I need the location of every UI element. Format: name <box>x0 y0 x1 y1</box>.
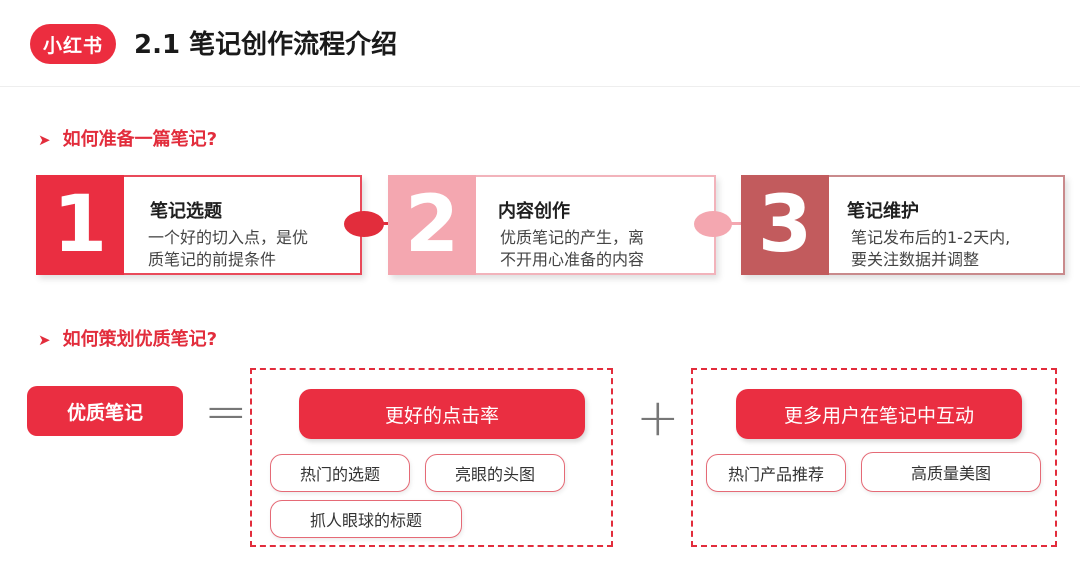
click-rate-group <box>250 368 613 547</box>
interaction-pill: 更多用户在笔记中互动 <box>736 389 1022 439</box>
step-title-3: 笔记维护 <box>847 201 919 222</box>
section-heading-plan: ➤ 如何策划优质笔记? <box>38 328 217 352</box>
connector-line-2 <box>726 222 748 225</box>
header-divider <box>0 86 1080 87</box>
step-desc-3-line2: 要关注数据并调整 <box>851 250 980 269</box>
tag-hot-topic: 热门的选题 <box>270 454 410 492</box>
step-desc-3-line1: 笔记发布后的1-2天内, <box>851 228 1011 247</box>
step-number-3: 3 <box>741 175 829 275</box>
step-title-1: 笔记选题 <box>150 201 222 222</box>
tag-eye-catching-cover: 亮眼的头图 <box>425 454 565 492</box>
step-desc-1: 一个好的切入点，是优 质笔记的前提条件 <box>148 227 308 271</box>
step-desc-2: 优质笔记的产生，离 不开用心准备的内容 <box>500 227 644 271</box>
section-heading-text: 如何准备一篇笔记? <box>62 129 218 150</box>
arrow-right-icon: ➤ <box>38 331 51 349</box>
tag-catchy-title: 抓人眼球的标题 <box>270 500 462 538</box>
connector-dot-2 <box>694 211 732 237</box>
quality-note-label: 优质笔记 <box>27 386 183 436</box>
step-title-2: 内容创作 <box>498 201 570 222</box>
section-heading-prepare: ➤ 如何准备一篇笔记? <box>38 128 217 152</box>
click-rate-pill: 更好的点击率 <box>299 389 585 439</box>
connector-dot-1 <box>344 211 384 237</box>
step-number-2: 2 <box>388 175 476 275</box>
step-number-1: 1 <box>36 175 124 275</box>
step-desc-2-line1: 优质笔记的产生，离 <box>500 228 645 247</box>
step-desc-1-line2: 质笔记的前提条件 <box>148 250 277 269</box>
plus-sign: + <box>636 388 680 448</box>
tag-hot-product: 热门产品推荐 <box>706 454 846 492</box>
step-card-3: 3 笔记维护 笔记发布后的1-2天内, 要关注数据并调整 <box>741 175 1065 275</box>
equals-sign: = <box>204 382 248 442</box>
step-card-2: 2 内容创作 优质笔记的产生，离 不开用心准备的内容 <box>388 175 716 275</box>
tag-quality-photo: 高质量美图 <box>861 452 1041 492</box>
step-card-1: 1 笔记选题 一个好的切入点，是优 质笔记的前提条件 <box>36 175 362 275</box>
xiaohongshu-logo: 小红书 <box>30 24 116 64</box>
step-desc-2-line2: 不开用心准备的内容 <box>500 250 645 269</box>
page-title: 2.1 笔记创作流程介绍 <box>134 30 398 60</box>
arrow-right-icon: ➤ <box>38 131 51 149</box>
section-heading-text: 如何策划优质笔记? <box>62 329 218 350</box>
interaction-group <box>691 368 1057 547</box>
step-desc-1-line1: 一个好的切入点，是优 <box>148 228 309 247</box>
step-desc-3: 笔记发布后的1-2天内, 要关注数据并调整 <box>851 227 1010 271</box>
